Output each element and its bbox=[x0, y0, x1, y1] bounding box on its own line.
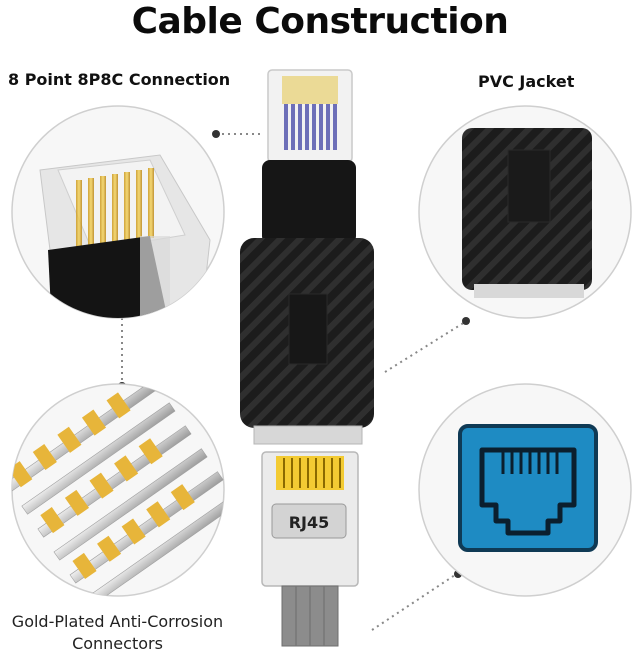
plug-label: RJ45 bbox=[289, 513, 330, 532]
rj45-plug-top bbox=[267, 69, 353, 163]
leader-dot bbox=[462, 317, 470, 325]
leader-dot bbox=[212, 130, 220, 138]
dotted-leaders bbox=[121, 133, 466, 631]
gold-label-line-1: Gold-Plated Anti-Corrosion bbox=[11, 612, 224, 631]
connection-closeup-circle bbox=[11, 105, 225, 319]
rj45-plug-bottom: RJ45 bbox=[261, 451, 359, 587]
page-title: Cable Construction bbox=[131, 1, 509, 42]
boot-metal-ring bbox=[253, 425, 363, 445]
port-closeup-circle bbox=[418, 383, 632, 597]
gold-connectors-label: Gold-Plated Anti-Corrosion Connectors bbox=[0, 611, 235, 655]
jacket-label: PVC Jacket bbox=[478, 72, 575, 91]
jacket-closeup-circle bbox=[418, 105, 632, 319]
connection-label: 8 Point 8P8C Connection bbox=[8, 70, 231, 89]
boot-latch bbox=[288, 293, 328, 365]
gold-label-line-2: Connectors bbox=[72, 634, 163, 653]
gold-pins-closeup-circle bbox=[11, 383, 225, 597]
cable-neck bbox=[262, 160, 356, 244]
